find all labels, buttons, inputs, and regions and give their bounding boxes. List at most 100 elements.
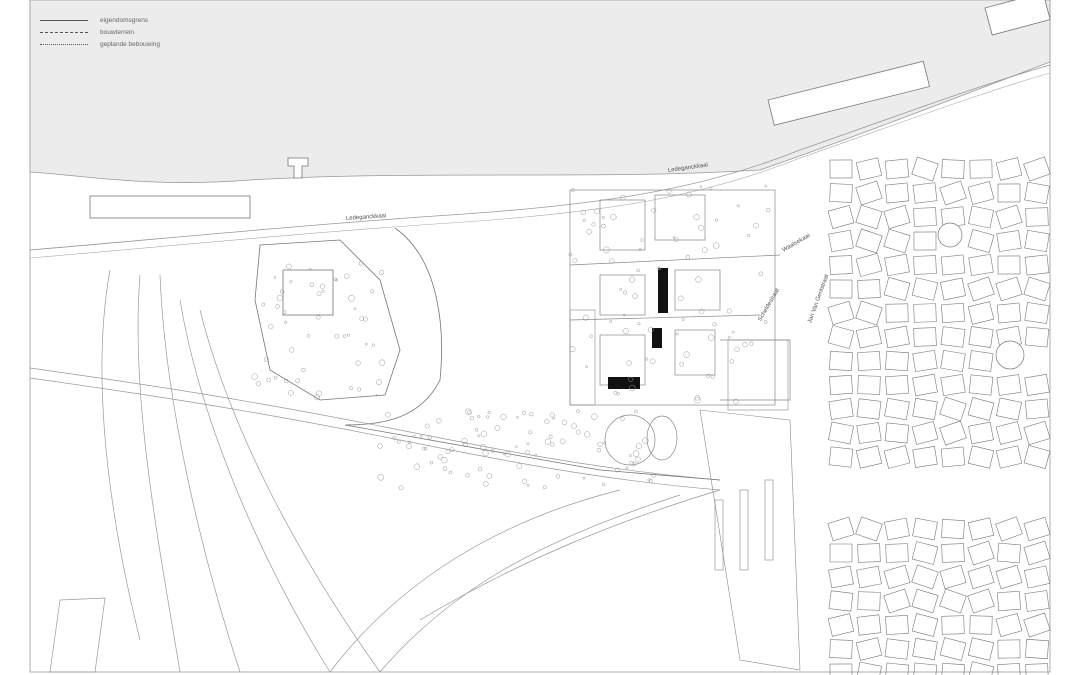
tree-icon <box>622 328 629 335</box>
tree-icon <box>678 295 684 302</box>
tree-icon <box>251 373 258 380</box>
tree-icon <box>487 411 491 415</box>
tree-icon <box>622 313 626 317</box>
city-block <box>940 446 966 468</box>
tree-icon <box>632 450 640 457</box>
city-block <box>884 158 910 180</box>
tree-icon <box>571 188 575 192</box>
tree-icon <box>490 448 495 453</box>
tree-icon <box>315 390 322 397</box>
tree-icon <box>638 248 642 251</box>
city-block <box>912 182 938 204</box>
city-block <box>856 565 882 589</box>
city-block <box>1023 156 1051 182</box>
tree-icon <box>449 447 455 453</box>
tree-icon <box>742 341 748 348</box>
city-block <box>857 591 881 611</box>
tree-icon <box>521 410 527 415</box>
tree-icon <box>753 222 759 229</box>
tree-icon <box>362 316 368 322</box>
city-block <box>855 516 883 542</box>
tree-icon <box>629 384 636 392</box>
city-block <box>857 375 881 395</box>
city-block <box>941 159 965 179</box>
tree-icon <box>582 476 586 480</box>
city-block <box>883 445 911 469</box>
dashdot-line-swatch <box>40 31 88 33</box>
tree-icon <box>609 320 613 323</box>
tree-icon <box>679 361 685 367</box>
tree-icon <box>601 216 605 220</box>
city-block <box>912 397 938 421</box>
city-block <box>940 254 966 276</box>
tree-icon <box>685 254 691 260</box>
city-block <box>911 564 939 590</box>
city-block <box>1024 398 1050 420</box>
city-block <box>883 204 911 230</box>
city-block <box>939 396 967 422</box>
city-block <box>884 397 910 421</box>
legend: eigendomsgrens bouwterrein geplande bebo… <box>40 14 160 50</box>
city-block <box>995 445 1023 469</box>
tree-icon <box>358 261 363 266</box>
city-block <box>911 421 939 445</box>
city-block <box>911 588 939 614</box>
tree-icon <box>628 454 632 457</box>
city-block <box>829 183 853 203</box>
tree-icon <box>288 390 294 396</box>
tree-icon <box>441 457 448 464</box>
tree-icon <box>635 443 642 449</box>
solid-line-swatch <box>40 19 88 21</box>
tree-icon <box>528 430 533 435</box>
legend-label: geplande bebouwing <box>100 40 160 48</box>
tree-icon <box>764 184 768 188</box>
tree-icon <box>445 449 451 455</box>
city-block <box>967 540 995 566</box>
tree-icon <box>477 434 481 438</box>
tree-icon <box>609 258 615 264</box>
tree-icon <box>412 434 416 438</box>
tree-icon <box>675 332 679 336</box>
tree-icon <box>255 381 262 387</box>
tree-icon <box>763 320 768 324</box>
city-block <box>995 157 1023 181</box>
tree-icon <box>442 466 448 471</box>
tree-icon <box>633 409 638 414</box>
tree-icon <box>749 341 754 346</box>
tree-icon <box>348 295 355 302</box>
tree-icon <box>477 414 481 419</box>
city-block <box>995 276 1023 302</box>
tree-icon <box>301 367 306 373</box>
city-block <box>885 374 909 396</box>
city-block <box>941 302 965 324</box>
tree-icon <box>342 334 347 338</box>
tree-icon <box>406 443 412 450</box>
tree-icon <box>572 258 578 264</box>
city-block <box>1025 638 1049 660</box>
tree-icon <box>591 413 598 420</box>
city-block <box>1023 516 1051 542</box>
city-block <box>827 325 855 349</box>
tree-icon <box>284 378 289 384</box>
city-block <box>995 564 1023 590</box>
city-block <box>967 637 995 661</box>
tree-icon <box>580 209 586 216</box>
roundabout-south <box>995 340 1025 370</box>
city-block <box>1024 326 1050 348</box>
tree-icon <box>316 291 322 297</box>
city-block <box>883 588 911 614</box>
tree-icon <box>616 391 620 396</box>
tree-icon <box>467 410 472 415</box>
city-block <box>940 349 966 373</box>
city-block <box>1025 207 1049 227</box>
tree-icon <box>758 271 764 277</box>
city-block <box>828 446 854 468</box>
tree-icon <box>613 390 618 395</box>
city-block <box>968 253 994 277</box>
tree-icon <box>436 418 442 424</box>
city-block <box>995 204 1023 230</box>
city-block <box>967 301 995 325</box>
city-block <box>912 446 938 468</box>
legend-item-site: bouwterrein <box>40 26 160 38</box>
city-block <box>912 637 938 661</box>
